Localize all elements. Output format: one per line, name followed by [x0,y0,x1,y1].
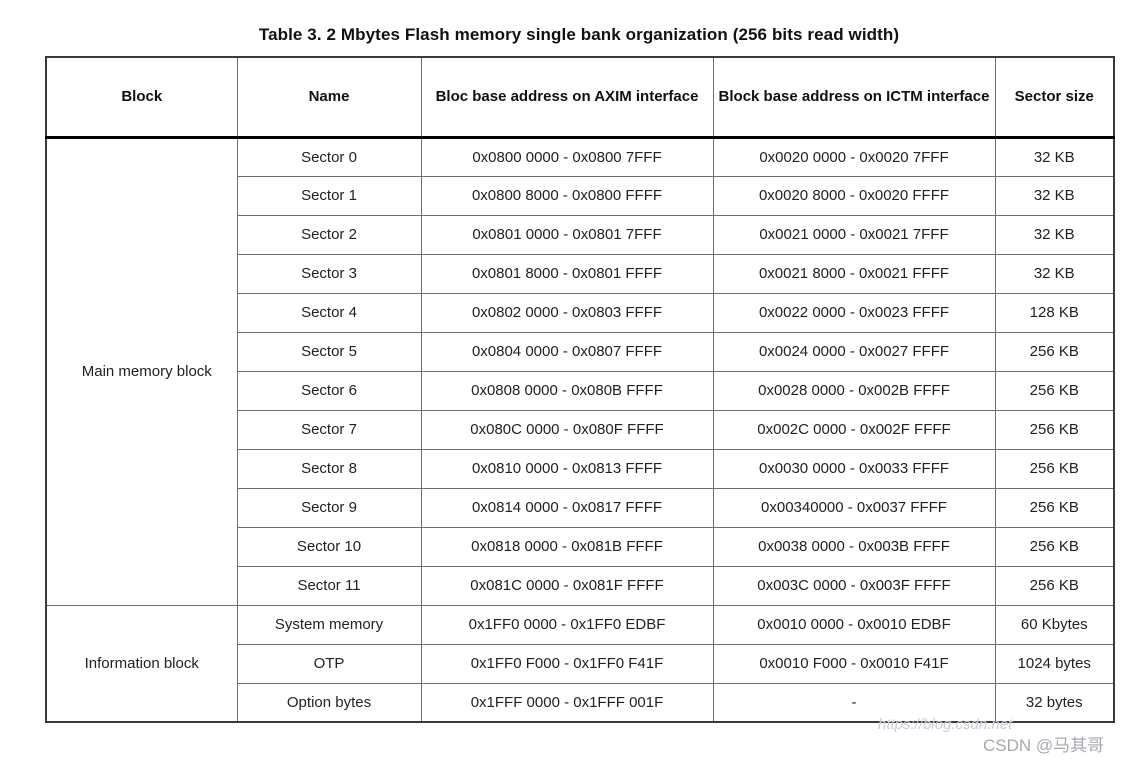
table-row: Sector 11 0x081C 0000 - 0x081F FFFF 0x00… [46,565,1115,606]
name-cell: Option bytes [236,682,422,723]
ictm-address-cell: 0x0021 0000 - 0x0021 7FFF [712,214,996,255]
axim-address-cell: 0x0800 8000 - 0x0800 FFFF [420,175,714,216]
table-row: OTP 0x1FF0 F000 - 0x1FF0 F41F 0x0010 F00… [46,643,1115,684]
sector-size-cell: 32 KB [994,214,1115,255]
axim-address-cell: 0x0801 8000 - 0x0801 FFFF [420,253,714,294]
sector-size-cell: 1024 bytes [994,643,1115,684]
ictm-address-cell: 0x0022 0000 - 0x0023 FFFF [712,292,996,333]
ictm-address-cell: - [712,682,996,723]
block-cell-information: Information block [45,604,238,723]
sector-size-cell: 32 bytes [994,682,1115,723]
sector-size-cell: 32 KB [994,136,1115,177]
table-row: Sector 3 0x0801 8000 - 0x0801 FFFF 0x002… [46,253,1115,294]
table-title: Table 3. 2 Mbytes Flash memory single ba… [258,25,900,44]
flash-memory-table: Block Name Bloc base address on AXIM int… [45,56,1115,723]
name-cell: OTP [236,643,422,684]
table-row: Sector 7 0x080C 0000 - 0x080F FFFF 0x002… [46,409,1115,450]
sector-size-cell: 256 KB [994,409,1115,450]
watermark-author-handle: CSDN @马其哥 [983,736,1105,755]
sector-size-cell: 256 KB [994,331,1115,372]
sector-size-cell: 32 KB [994,253,1115,294]
name-cell: Sector 5 [236,331,422,372]
name-cell: Sector 7 [236,409,422,450]
ictm-address-cell: 0x0020 0000 - 0x0020 7FFF [712,136,996,177]
sector-size-cell: 256 KB [994,526,1115,567]
axim-address-cell: 0x1FF0 0000 - 0x1FF0 EDBF [420,604,714,645]
name-cell: Sector 4 [236,292,422,333]
name-cell: System memory [236,604,422,645]
axim-address-cell: 0x1FF0 F000 - 0x1FF0 F41F [420,643,714,684]
ictm-address-cell: 0x0038 0000 - 0x003B FFFF [712,526,996,567]
axim-address-cell: 0x1FFF 0000 - 0x1FFF 001F [420,682,714,723]
sector-size-cell: 256 KB [994,487,1115,528]
table-row: Sector 4 0x0802 0000 - 0x0803 FFFF 0x002… [46,292,1115,333]
block-label: Main memory block [81,363,212,380]
table-row: Sector 8 0x0810 0000 - 0x0813 FFFF 0x003… [46,448,1115,489]
axim-address-cell: 0x0810 0000 - 0x0813 FFFF [420,448,714,489]
sector-size-cell: 256 KB [994,370,1115,411]
name-cell: Sector 11 [236,565,422,606]
axim-address-cell: 0x0801 0000 - 0x0801 7FFF [420,214,714,255]
table-row: Option bytes 0x1FFF 0000 - 0x1FFF 001F -… [46,682,1115,723]
sector-size-cell: 256 KB [994,448,1115,489]
ictm-address-cell: 0x00340000 - 0x0037 FFFF [712,487,996,528]
name-cell: Sector 2 [236,214,422,255]
column-header-ictm: Block base address on ICTM interface [712,56,996,139]
sector-size-cell: 128 KB [994,292,1115,333]
ictm-address-cell: 0x0024 0000 - 0x0027 FFFF [712,331,996,372]
name-cell: Sector 8 [236,448,422,489]
ictm-address-cell: 0x002C 0000 - 0x002F FFFF [712,409,996,450]
table-row: Information block System memory 0x1FF0 0… [45,604,1115,723]
sector-size-cell: 256 KB [994,565,1115,606]
block-label: Information block [84,654,199,672]
table-header-row: Block Name Bloc base address on AXIM int… [45,56,1115,139]
axim-address-cell: 0x0808 0000 - 0x080B FFFF [420,370,714,411]
name-cell: Sector 9 [236,487,422,528]
axim-address-cell: 0x0814 0000 - 0x0817 FFFF [420,487,714,528]
block-cell-main-memory: Main memory block [45,136,238,606]
table-row: Sector 6 0x0808 0000 - 0x080B FFFF 0x002… [46,370,1115,411]
ictm-address-cell: 0x0021 8000 - 0x0021 FFFF [712,253,996,294]
table-row: Main memory block Sector 0 0x0800 0000 -… [45,136,1115,606]
ictm-address-cell: 0x0030 0000 - 0x0033 FFFF [712,448,996,489]
table-row: Sector 2 0x0801 0000 - 0x0801 7FFF 0x002… [46,214,1115,255]
axim-address-cell: 0x0804 0000 - 0x0807 FFFF [420,331,714,372]
name-cell: Sector 10 [236,526,422,567]
axim-address-cell: 0x081C 0000 - 0x081F FFFF [420,565,714,606]
column-header-name: Name [236,56,422,139]
axim-address-cell: 0x0818 0000 - 0x081B FFFF [420,526,714,567]
name-cell: Sector 1 [236,175,422,216]
table-row: Sector 5 0x0804 0000 - 0x0807 FFFF 0x002… [46,331,1115,372]
column-header-block: Block [45,56,238,139]
ictm-address-cell: 0x0020 8000 - 0x0020 FFFF [712,175,996,216]
column-header-sector-size: Sector size [994,56,1115,139]
name-cell: Sector 6 [236,370,422,411]
axim-address-cell: 0x080C 0000 - 0x080F FFFF [420,409,714,450]
sector-size-cell: 32 KB [994,175,1115,216]
axim-address-cell: 0x0802 0000 - 0x0803 FFFF [420,292,714,333]
ictm-address-cell: 0x0010 F000 - 0x0010 F41F [712,643,996,684]
name-cell: Sector 3 [236,253,422,294]
axim-address-cell: 0x0800 0000 - 0x0800 7FFF [420,136,714,177]
ictm-address-cell: 0x0028 0000 - 0x002B FFFF [712,370,996,411]
ictm-address-cell: 0x0010 0000 - 0x0010 EDBF [712,604,996,645]
ictm-address-cell: 0x003C 0000 - 0x003F FFFF [712,565,996,606]
column-header-axim: Bloc base address on AXIM interface [420,56,714,139]
sector-size-cell: 60 Kbytes [994,604,1115,645]
table-row: Sector 1 0x0800 8000 - 0x0800 FFFF 0x002… [46,175,1115,216]
name-cell: Sector 0 [236,136,422,177]
